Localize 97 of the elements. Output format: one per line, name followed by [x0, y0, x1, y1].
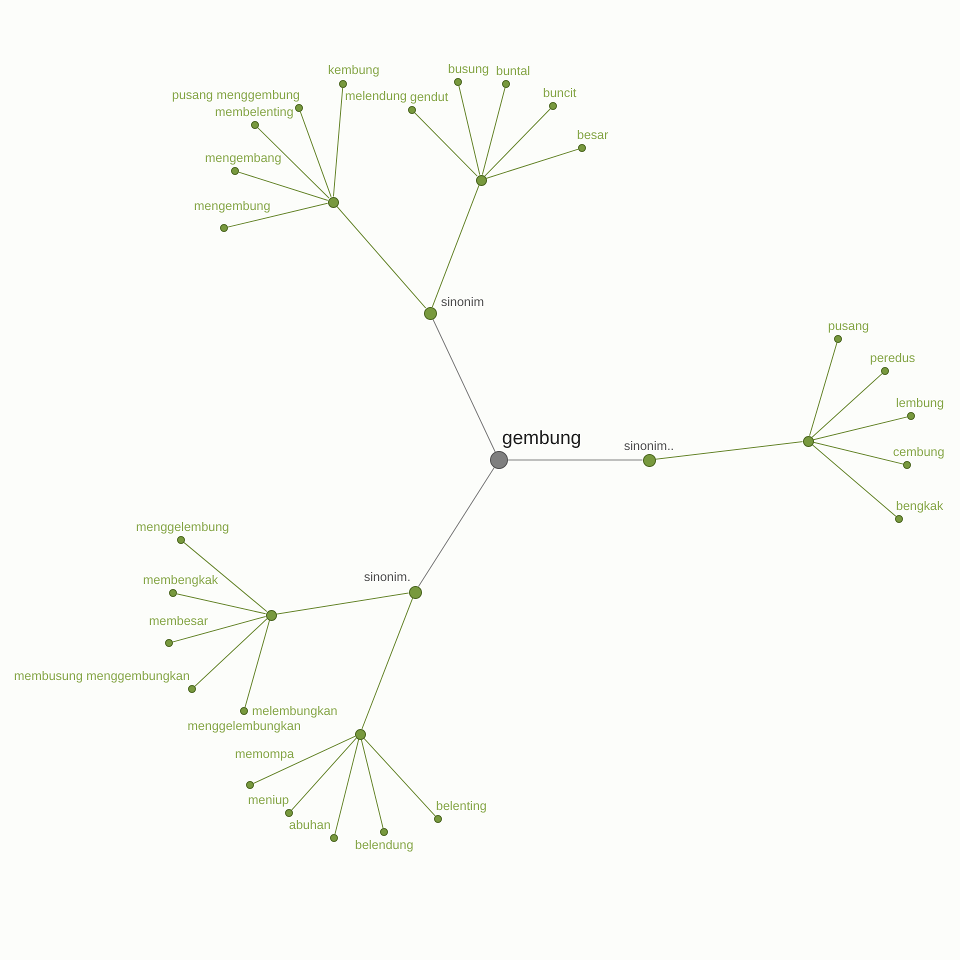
node-dot — [330, 834, 338, 842]
connector-line — [257, 127, 330, 199]
node-label: peredus — [870, 351, 916, 365]
node-dot — [240, 707, 248, 715]
node-dot — [434, 815, 442, 823]
connector-line — [809, 342, 838, 436]
node-dot — [476, 174, 486, 186]
connector-line — [812, 416, 908, 440]
connector-line — [244, 620, 270, 708]
node-label: gendut — [410, 90, 448, 104]
connector-line — [238, 172, 328, 201]
connector-line — [227, 202, 328, 228]
node-dot — [380, 828, 388, 836]
connector-line — [336, 206, 426, 309]
connector-line — [334, 738, 360, 835]
connector-line — [458, 85, 480, 176]
connector-line — [176, 593, 266, 614]
node-dot — [408, 106, 416, 114]
connector-line — [812, 444, 896, 517]
node-dot — [251, 121, 259, 129]
center-node-dot — [490, 451, 508, 469]
connector-line — [654, 441, 804, 460]
connector-line — [432, 318, 496, 452]
node-dot — [502, 80, 510, 88]
node-dot — [246, 781, 254, 789]
node-label: sinonim.. — [624, 439, 674, 453]
node-label: belendung — [355, 838, 414, 852]
node-dot — [220, 224, 228, 232]
connector-line — [482, 87, 506, 176]
node-label: mengembang — [205, 151, 282, 165]
connector-line — [363, 738, 436, 817]
node-dot — [834, 335, 842, 343]
connector-line — [360, 738, 384, 829]
node-label: mengembung — [194, 199, 270, 213]
node-dot — [295, 104, 303, 112]
node-label: abuhan — [289, 818, 331, 832]
node-dot — [454, 78, 462, 86]
connector-line — [300, 111, 332, 198]
node-dot — [424, 306, 436, 320]
node-label: menggelembungkan — [188, 719, 301, 733]
node-dot — [802, 436, 814, 446]
connector-line — [432, 184, 480, 308]
connector-line — [172, 616, 266, 642]
node-dot — [354, 728, 366, 740]
node-label: membesar — [149, 614, 208, 628]
node-label: sinonim. — [364, 570, 411, 584]
connector-line — [414, 112, 478, 177]
connector-line — [812, 373, 883, 438]
node-label: belenting — [436, 799, 487, 813]
connector-line — [276, 592, 410, 615]
node-label: membusung menggembungkan — [14, 669, 190, 683]
connector-line — [184, 542, 268, 612]
node-label: cembung — [893, 445, 944, 459]
node-dot — [328, 196, 338, 208]
connector-line — [332, 87, 344, 198]
node-dot — [549, 102, 557, 110]
node-dot — [408, 586, 422, 598]
connector-line — [361, 598, 414, 730]
node-label: besar — [577, 128, 608, 142]
connector-line — [418, 467, 495, 588]
node-label: bengkak — [896, 499, 944, 513]
node-label: kembung — [328, 63, 380, 77]
node-label: pusang menggembung — [172, 88, 300, 102]
connector-line — [194, 618, 268, 687]
node-label: meniup — [248, 793, 289, 807]
node-dot — [188, 685, 196, 693]
connector-line — [812, 442, 904, 465]
node-label: buntal — [496, 64, 530, 78]
node-dot — [231, 167, 239, 175]
node-dot — [903, 461, 911, 469]
node-dot — [285, 809, 293, 817]
connector-line — [253, 736, 356, 784]
connector-line — [291, 738, 357, 811]
node-dot — [881, 367, 889, 375]
node-label: melendung — [345, 89, 407, 103]
node-label: membelenting — [215, 105, 294, 119]
node-dot — [339, 80, 347, 88]
node-label: busung — [448, 62, 490, 76]
node-label: membengkak — [143, 573, 218, 587]
node-label: sinonim — [441, 295, 484, 309]
node-dot — [177, 536, 185, 544]
node-label: gembung — [502, 428, 582, 450]
node-dot — [169, 589, 177, 597]
node-label: buncit — [543, 86, 576, 100]
node-label: menggelembung — [136, 520, 230, 534]
connector-line — [486, 148, 579, 179]
node-dot — [642, 454, 656, 466]
node-dot — [578, 144, 586, 152]
node-dot — [895, 515, 903, 523]
connector-line — [484, 108, 551, 177]
node-label: lembung — [896, 396, 944, 410]
node-dot — [266, 610, 276, 620]
node-dot — [907, 412, 915, 420]
node-label: pusang — [828, 319, 870, 333]
node-label: melembungkan — [252, 704, 338, 718]
node-dot — [165, 639, 173, 647]
node-label: memompa — [235, 747, 294, 761]
